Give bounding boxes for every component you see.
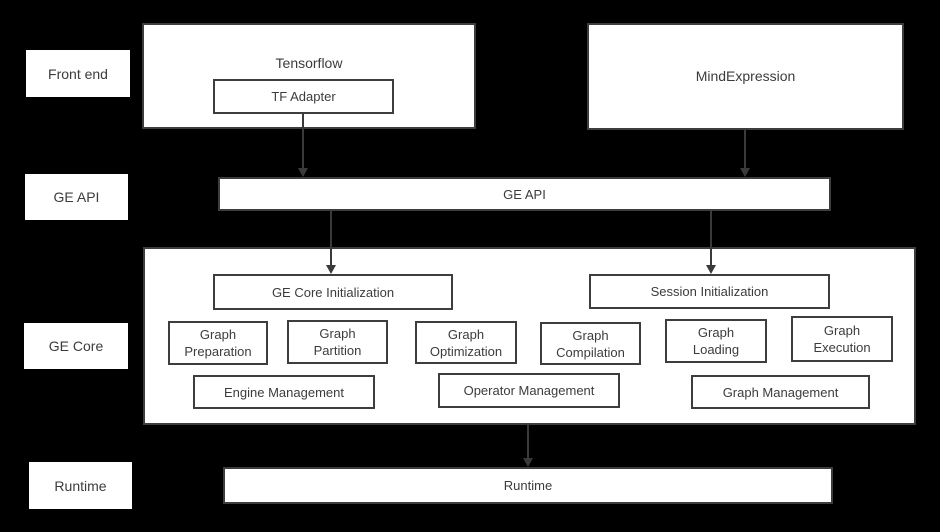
arrow-mindexpression-to-ge-api	[740, 130, 750, 177]
side-label-ge-core: GE Core	[24, 323, 128, 369]
arrow-ge-api-to-ge-core-initialization	[326, 211, 336, 274]
arrow-shaft	[527, 425, 529, 458]
side-label-front-end: Front end	[26, 50, 130, 97]
graph-loading-box: Graph Loading	[665, 319, 767, 363]
tf-adapter-label: TF Adapter	[271, 89, 336, 104]
graph-optimization-box: Graph Optimization	[415, 321, 517, 364]
graph-loading-label: Graph Loading	[692, 325, 740, 357]
graph-management-box: Graph Management	[691, 375, 870, 409]
arrow-head-icon	[298, 168, 308, 177]
arrow-head-icon	[326, 265, 336, 274]
side-label-ge-api: GE API	[25, 174, 128, 220]
arrow-shaft	[330, 211, 332, 265]
tf-adapter-box: TF Adapter	[213, 79, 394, 114]
arrow-head-icon	[740, 168, 750, 177]
arrow-shaft	[302, 114, 304, 168]
ge-core-initialization-box: GE Core Initialization	[213, 274, 453, 310]
graph-optimization-label: Graph Optimization	[429, 326, 503, 359]
side-label-runtime: Runtime	[29, 462, 132, 509]
operator-management-label: Operator Management	[463, 383, 595, 398]
mindexpression-label: MindExpression	[695, 68, 796, 84]
operator-management-box: Operator Management	[438, 373, 620, 408]
arrow-ge-core-to-runtime	[523, 425, 533, 467]
tensorflow-label: Tensorflow	[275, 55, 343, 71]
side-label-ge-core-text: GE Core	[48, 338, 104, 354]
runtime-label: Runtime	[503, 478, 553, 493]
session-initialization-label: Session Initialization	[650, 284, 769, 299]
engine-management-label: Engine Management	[224, 384, 344, 400]
arrow-head-icon	[523, 458, 533, 467]
graph-execution-label: Graph Execution	[813, 323, 871, 355]
ge-core-box: GE Core Initialization Session Initializ…	[143, 247, 916, 425]
ge-core-initialization-label: GE Core Initialization	[271, 284, 395, 300]
graph-management-label: Graph Management	[722, 384, 839, 400]
engine-management-box: Engine Management	[193, 375, 375, 409]
runtime-box: Runtime	[223, 467, 833, 504]
graph-preparation-label: Graph Preparation	[184, 327, 252, 359]
graph-compilation-label: Graph Compilation	[556, 327, 625, 360]
graph-execution-box: Graph Execution	[791, 316, 893, 362]
tensorflow-box: Tensorflow TF Adapter	[142, 23, 476, 129]
session-initialization-box: Session Initialization	[589, 274, 830, 309]
arrow-shaft	[744, 130, 746, 168]
arrow-shaft	[710, 211, 712, 265]
graph-partition-box: Graph Partition	[287, 320, 388, 364]
arrow-head-icon	[706, 265, 716, 274]
side-label-front-end-text: Front end	[48, 65, 108, 82]
graph-preparation-box: Graph Preparation	[168, 321, 268, 365]
side-label-ge-api-text: GE API	[53, 189, 100, 205]
side-label-runtime-text: Runtime	[54, 477, 107, 494]
arrow-ge-api-to-session-initialization	[706, 211, 716, 274]
ge-api-label: GE API	[503, 186, 546, 202]
graph-partition-label: Graph Partition	[313, 326, 362, 358]
graph-compilation-box: Graph Compilation	[540, 322, 641, 365]
arrow-tf-adapter-to-ge-api	[298, 114, 308, 177]
ge-api-box: GE API	[218, 177, 831, 211]
mindexpression-box: MindExpression	[587, 23, 904, 130]
